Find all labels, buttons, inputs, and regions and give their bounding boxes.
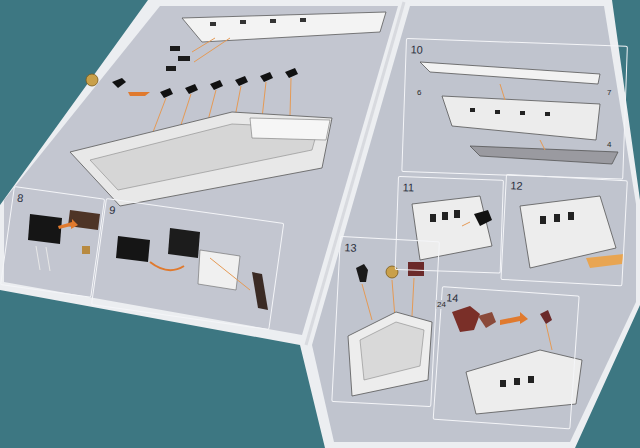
step-panel: 10	[401, 38, 628, 180]
orange-arrow	[500, 312, 528, 325]
leader-line	[262, 82, 266, 118]
black-part	[166, 66, 176, 71]
gun-port	[545, 112, 550, 116]
leader-line	[546, 324, 552, 350]
gun-port	[470, 108, 475, 112]
spine-fold	[306, 2, 404, 345]
deck	[360, 322, 424, 380]
cannon	[260, 72, 273, 82]
red-part	[452, 306, 480, 332]
leader-line	[290, 78, 291, 116]
orange-arrow	[58, 219, 78, 229]
ship-section	[412, 196, 492, 260]
step-number: 9	[104, 201, 120, 220]
rail	[36, 246, 40, 270]
step-panel: 12	[500, 174, 627, 286]
window	[442, 212, 448, 220]
window	[540, 216, 546, 224]
ship-hull	[442, 96, 600, 140]
gun-port	[270, 19, 276, 23]
step-number: 11	[398, 179, 418, 197]
step-number: 13	[340, 239, 361, 257]
window	[554, 214, 560, 222]
leader-line	[500, 84, 505, 100]
cannon	[285, 68, 298, 78]
gold-part	[86, 74, 98, 86]
gun-ports	[470, 108, 550, 116]
callout-number: 4	[606, 140, 612, 149]
orange-arrow	[128, 92, 150, 96]
hull-side-part	[420, 62, 600, 84]
callout-number: 6	[416, 88, 422, 97]
ship-hull	[70, 112, 332, 206]
black-part	[168, 228, 200, 258]
gun-port	[520, 111, 525, 115]
leader-line	[194, 38, 230, 62]
black-part	[178, 56, 190, 61]
window	[514, 378, 520, 385]
callout-number: 7	[606, 88, 612, 97]
hull-side-part	[182, 12, 386, 42]
leader-line	[210, 258, 250, 290]
leader-line	[462, 222, 470, 226]
rail	[46, 247, 50, 271]
black-part	[474, 210, 492, 226]
step-panel: 9	[91, 198, 284, 330]
window	[528, 376, 534, 383]
orange-arrow	[150, 262, 184, 270]
gun-port	[210, 22, 216, 26]
leader-line	[540, 140, 545, 150]
step-panel: 14	[433, 286, 580, 429]
red-part	[540, 310, 552, 324]
cannon	[210, 80, 223, 90]
orange-part	[586, 254, 624, 268]
black-part	[112, 78, 126, 88]
step-panel: 8	[0, 186, 105, 298]
small-part	[82, 246, 90, 254]
window	[430, 214, 436, 222]
ship-hull	[348, 312, 432, 396]
white-part	[198, 250, 240, 290]
cannon	[160, 88, 173, 98]
step-panel: 13	[331, 236, 440, 407]
window	[500, 380, 506, 387]
black-part	[28, 214, 62, 244]
gun-port	[495, 110, 500, 114]
cannon-parts	[160, 68, 298, 98]
step-panel: 11	[395, 176, 504, 274]
gold-part	[386, 266, 398, 278]
black-part	[170, 46, 180, 51]
red-part	[478, 312, 496, 328]
gun-port	[300, 18, 306, 22]
ship-hull	[466, 350, 582, 414]
window	[568, 212, 574, 220]
cannon	[235, 76, 248, 86]
black-part	[356, 264, 368, 282]
callout-number: 24	[436, 300, 447, 309]
step-number: 12	[506, 177, 527, 195]
leader-line	[362, 284, 372, 320]
ladder-part	[36, 246, 50, 271]
dark-stick	[252, 272, 268, 310]
red-part	[408, 262, 424, 276]
black-part	[116, 236, 150, 262]
right-page-ground	[312, 6, 636, 442]
window	[454, 210, 460, 218]
stern-castle	[250, 118, 330, 140]
step-number: 10	[406, 41, 427, 59]
step-number: 8	[12, 189, 28, 208]
gun-port	[240, 20, 246, 24]
cannon	[185, 84, 198, 94]
leader-line	[412, 278, 414, 316]
